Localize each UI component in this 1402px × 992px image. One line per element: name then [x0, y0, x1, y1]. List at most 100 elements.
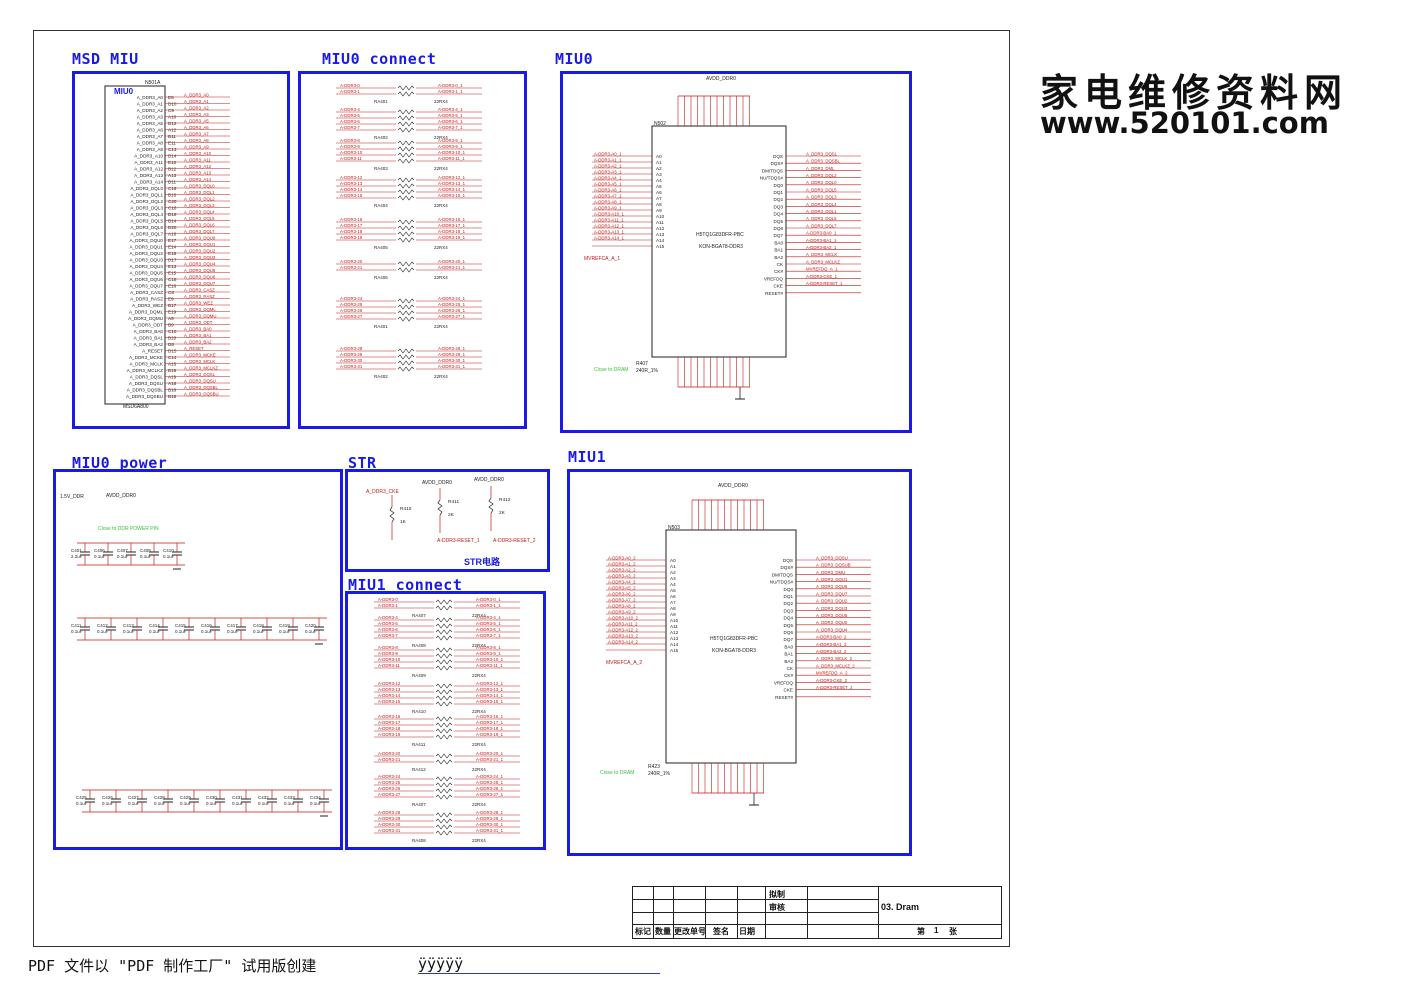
rpack-net-out: A-DDR3-19_1	[438, 235, 466, 240]
dram-net-left: A-DDR3-A0_2	[608, 555, 636, 560]
miu0-connect-block	[298, 71, 527, 429]
msd-net-label: A_DDR3_A7	[184, 131, 209, 136]
msd-net-label: A_DDR3_ODT	[184, 320, 213, 325]
dram-net-right: A_DDR3_DQL0	[806, 180, 837, 185]
cap-ref: C410	[163, 548, 174, 553]
dram-net-right: A_DDR3_DQSU	[816, 555, 848, 560]
dram-pin-right: BA0	[784, 644, 793, 649]
resistor-symbol	[435, 635, 453, 641]
dram-net-right: A_DDR3_DQL7	[806, 223, 837, 228]
cap-ref: C420	[305, 623, 316, 628]
msd-pin-label: A_DDR3_DQL1	[130, 193, 163, 198]
dram-net-right: MVREFDQ_A_1	[806, 267, 838, 272]
dram-pin-left: A1	[670, 564, 676, 569]
dram-pin-left: A13	[670, 636, 679, 641]
msd-net-label: A_DDR3_DQU7	[184, 281, 216, 286]
dram-pin-right: DQS	[773, 154, 783, 159]
msd-ball-label: B10	[168, 336, 177, 341]
msd-net-label: A_DDR3_DQL5	[184, 216, 215, 221]
msd-ball-label: E17	[168, 238, 177, 243]
msd-ball-label: A15	[168, 362, 177, 367]
rpack-net-in: A-DDR3-1	[340, 89, 360, 94]
msd-ball-label: C16	[168, 206, 177, 211]
cap-value: 0.1uF	[71, 629, 83, 634]
msd-ball-label: E9	[168, 297, 174, 302]
rpack-net-in: A-DDR3-5	[378, 621, 398, 626]
resistor-symbol	[397, 115, 415, 121]
resistor-symbol	[435, 759, 453, 765]
dram-pin-right: CKE	[774, 284, 783, 289]
msd-net-label: A_DDR3_DQSU	[184, 378, 216, 383]
dram-pin-right: DQ5	[784, 623, 794, 628]
rpack-net-out: A-DDR3-21_1	[476, 757, 504, 762]
dram-pin-left: A0	[670, 558, 676, 563]
cap-ref: C411	[71, 623, 82, 628]
rpack-net-in: A-DDR3-31	[340, 364, 363, 369]
msd-net-label: A_DDR3_DQSL	[184, 372, 216, 377]
dram-pin-left: A6	[656, 190, 662, 195]
dram-pin-right: RESET#	[775, 695, 793, 700]
msd-pin-label: A_DDR3_A8	[137, 141, 164, 146]
msd-miu-block	[72, 71, 290, 429]
msd-pin-label: A_DDR3_DQU1	[130, 245, 164, 250]
msd-pin-label: A_DDR3_A12	[134, 167, 163, 172]
msd-net-label: A_DDR3_A1	[184, 99, 209, 104]
dram-pin-right: DQ2	[784, 601, 794, 606]
rpack-net-out: A-DDR3-29_1	[476, 816, 504, 821]
dram-net-right: A_DDR3_DQL2	[806, 173, 837, 178]
rpack-net-out: A-DDR3-24_1	[438, 296, 466, 301]
dram-net-left: A-DDR3-A2_2	[608, 567, 636, 572]
str-resistor-ref: R410	[400, 506, 412, 512]
resistor-symbol	[397, 152, 415, 158]
schematic-sheet-frame	[33, 30, 1010, 947]
resistor-symbol	[397, 109, 415, 115]
rpack-net-out: A-DDR3-6_1	[438, 119, 463, 124]
rpack-net-in: A-DDR3-10	[340, 150, 363, 155]
rpack-net-in: A-DDR3-18	[378, 726, 401, 731]
resistor-symbol	[435, 695, 453, 701]
miu0-power-decoupling: 1.5V_DDR AVDD_DDR0 Close to DDR POWER PI…	[60, 493, 332, 817]
resistor-symbol	[397, 183, 415, 189]
dram-pin-right: DQ1	[774, 190, 784, 195]
rpack-value: 22RX4	[472, 643, 486, 648]
dram-pin-left: A4	[656, 178, 662, 183]
rpack-net-out: A-DDR3-25_1	[476, 780, 504, 785]
cap-value: 0.1uF	[102, 801, 114, 806]
rpack-net-in: A-DDR3-9	[340, 144, 360, 149]
dram-net-left: A-DDR3-A8_1	[594, 199, 622, 204]
resistor-symbol	[397, 158, 415, 164]
msd-ball-label: A19	[168, 375, 177, 380]
dram-pin-right: CK#	[774, 269, 783, 274]
dram-net-right: A_DDR3_DQL5	[806, 187, 837, 192]
title-block-col-change: 更改单号	[674, 927, 706, 936]
msd-pin-label: A_DDR3_DQU0	[130, 238, 164, 243]
msd-pin-label: A_DDR3_DQU5	[130, 271, 164, 276]
rpack-net-out: A-DDR3-29_1	[438, 352, 466, 357]
resistor-symbol	[435, 788, 453, 794]
msd-ball-label: D8	[168, 342, 174, 347]
dram-net-left: A-DDR3-A3_1	[594, 169, 622, 174]
cap-value: 0.1uF	[94, 554, 106, 559]
rpack-net-in: A-DDR3-0	[378, 597, 398, 602]
resistor-symbol	[397, 366, 415, 372]
rpack-net-in: A-DDR3-12	[378, 681, 401, 686]
resistor-symbol	[397, 177, 415, 183]
cap-value: 2.2uF	[71, 554, 83, 559]
msd-pin-label: A_DDR3_DQL7	[130, 232, 163, 237]
resistor-symbol	[435, 812, 453, 818]
rpack-net-out: A-DDR3-28_1	[438, 346, 466, 351]
title-block-col-sign: 签名	[713, 927, 729, 936]
title-block-drawn: 拟制	[769, 890, 785, 899]
dram-net-right: A-DDR3-BA1_2	[816, 642, 847, 647]
msd-ball-label: E10	[168, 160, 177, 165]
miu1-title: MIU1	[568, 448, 607, 466]
resistor-symbol	[397, 310, 415, 316]
rpack-ref: RA407	[412, 802, 426, 807]
dram-net-right: A_DDR3_DQU0	[816, 620, 848, 625]
rpack-ref: RA402	[374, 374, 388, 379]
dram-net-left: A-DDR3-A0_1	[594, 151, 622, 156]
msd-ball-label: C18	[168, 277, 177, 282]
msd-chip-name: MIU0	[114, 87, 134, 96]
msd-pin-label: A_DDR3_A3	[137, 115, 164, 120]
pdf-footer-link[interactable]: ÿÿÿÿÿ	[418, 955, 660, 974]
